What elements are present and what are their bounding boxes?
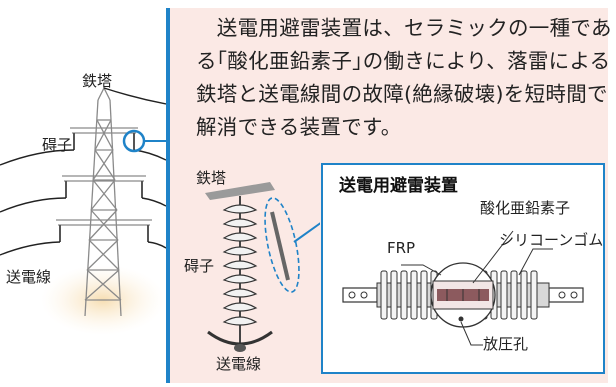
leader-element bbox=[472, 230, 514, 284]
leader-frp bbox=[401, 264, 442, 276]
label-zinc-oxide-element: 酸化亜鉛素子 bbox=[480, 199, 571, 217]
arrester-detail-title: 送電用避雷装置 bbox=[339, 176, 458, 196]
arrester-mini bbox=[270, 211, 290, 281]
label-silicone-rubber: シリコーンゴム bbox=[499, 231, 604, 249]
insulator-discs bbox=[222, 204, 258, 326]
closeup-label-tower: 鉄塔 bbox=[196, 169, 227, 187]
power-lines bbox=[0, 87, 167, 256]
end-fitting-left bbox=[342, 287, 378, 303]
tower-diagram: 鉄塔 碍子 送電線 bbox=[0, 0, 170, 383]
description-text: 送電用避雷装置は、セラミックの一種である｢酸化亜鉛素子｣の働きにより、落雷による… bbox=[196, 16, 612, 139]
label-tower: 鉄塔 bbox=[82, 72, 113, 90]
label-power-line: 送電線 bbox=[6, 268, 52, 286]
end-fitting-right bbox=[548, 287, 584, 303]
label-vent-hole: 放圧孔 bbox=[483, 335, 529, 353]
closeup-label-insulator: 碍子 bbox=[184, 257, 215, 275]
tower-arm-shape bbox=[205, 182, 275, 200]
tower-illustration bbox=[0, 87, 170, 335]
arrester-cross-section bbox=[342, 230, 584, 346]
leader-vent bbox=[460, 321, 483, 346]
insulator-closeup bbox=[205, 182, 320, 352]
label-insulator: 碍子 bbox=[42, 136, 73, 154]
tower-insulators bbox=[59, 133, 149, 242]
arrester-detail-box: 送電用避雷装置 酸化亜鉛素子 FRP シリコーンゴム 放圧孔 bbox=[321, 163, 605, 374]
label-frp: FRP bbox=[387, 239, 416, 257]
leader-rubber bbox=[518, 248, 553, 276]
tower-lattice bbox=[56, 87, 152, 317]
vent-hole bbox=[458, 316, 464, 322]
arrester-dashed-circle bbox=[264, 197, 300, 293]
line-clamp bbox=[207, 330, 273, 346]
closeup-label-line: 送電線 bbox=[216, 355, 262, 373]
